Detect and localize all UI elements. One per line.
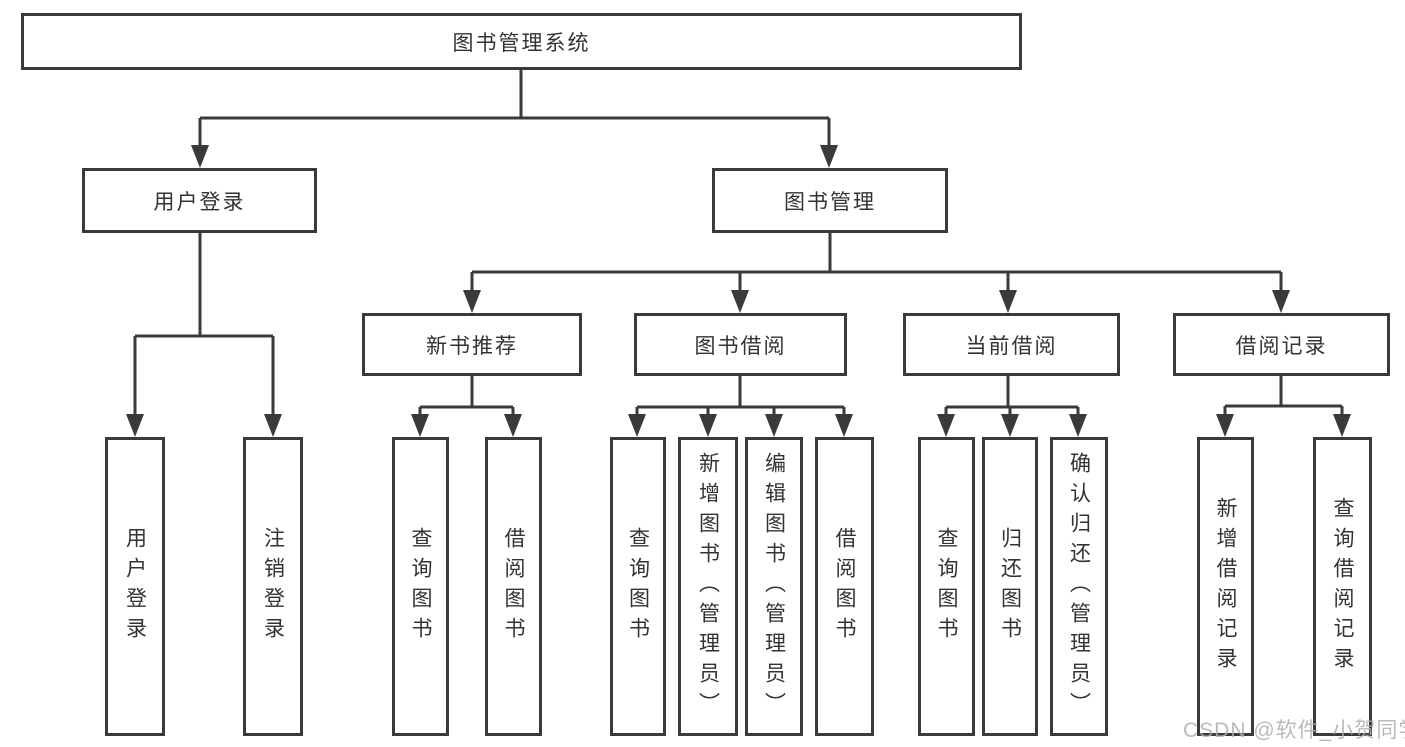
leaf-label: 查询图书 (626, 526, 650, 647)
leaf-return-books: 归还图书 (982, 437, 1038, 736)
leaf-borrow-books-recommend: 借阅图书 (485, 437, 542, 736)
leaf-label: 归还图书 (998, 526, 1022, 647)
leaf-logout: 注销登录 (243, 437, 303, 736)
leaf-label: 查询图书 (409, 526, 432, 647)
leaf-query-books-borrow: 查询图书 (610, 437, 666, 736)
leaf-label: 注销登录 (261, 526, 285, 647)
node-label: 图书借阅 (694, 334, 787, 358)
leaf-query-borrow-record: 查询借阅记录 (1313, 437, 1372, 736)
csdn-watermark: CSDN @软件_小贺同学 (1183, 719, 1405, 742)
leaf-label: 查询借阅记录 (1331, 496, 1354, 677)
node-label: 当前借阅 (965, 334, 1058, 358)
node-label: 借阅记录 (1235, 334, 1328, 358)
node-book-management: 图书管理 (712, 168, 948, 233)
leaf-label: 借阅图书 (502, 526, 525, 647)
arrowheads (126, 145, 1351, 437)
node-label: 图书管理系统 (452, 31, 591, 55)
leaf-label: 用户登录 (123, 526, 147, 647)
connector-paths (133, 70, 1344, 415)
leaf-query-books-recommend: 查询图书 (392, 437, 449, 736)
leaf-user-login: 用户登录 (105, 437, 165, 736)
node-book-borrow: 图书借阅 (634, 313, 847, 376)
node-label: 用户登录 (153, 190, 246, 214)
node-user-login: 用户登录 (82, 168, 317, 233)
node-library-management-system: 图书管理系统 (21, 13, 1022, 70)
node-label: 新书推荐 (426, 334, 518, 358)
leaf-label: 新增图书（管理员） (696, 451, 720, 722)
leaf-add-borrow-record: 新增借阅记录 (1197, 437, 1254, 736)
node-label: 图书管理 (784, 190, 876, 214)
node-current-borrow: 当前借阅 (903, 313, 1120, 376)
leaf-confirm-return-admin: 确认归还（管理员） (1050, 437, 1108, 736)
node-new-book-recommend: 新书推荐 (362, 313, 582, 376)
leaf-query-books-current: 查询图书 (918, 437, 975, 736)
leaf-edit-books-admin: 编辑图书（管理员） (745, 437, 803, 736)
leaf-label: 编辑图书（管理员） (762, 451, 786, 722)
leaf-borrow-books: 借阅图书 (815, 437, 874, 736)
leaf-add-books-admin: 新增图书（管理员） (678, 437, 738, 736)
leaf-label: 新增借阅记录 (1214, 496, 1237, 677)
leaf-label: 查询图书 (935, 526, 958, 647)
leaf-label: 确认归还（管理员） (1067, 451, 1091, 722)
leaf-label: 借阅图书 (833, 526, 856, 647)
node-borrow-records: 借阅记录 (1173, 313, 1390, 376)
